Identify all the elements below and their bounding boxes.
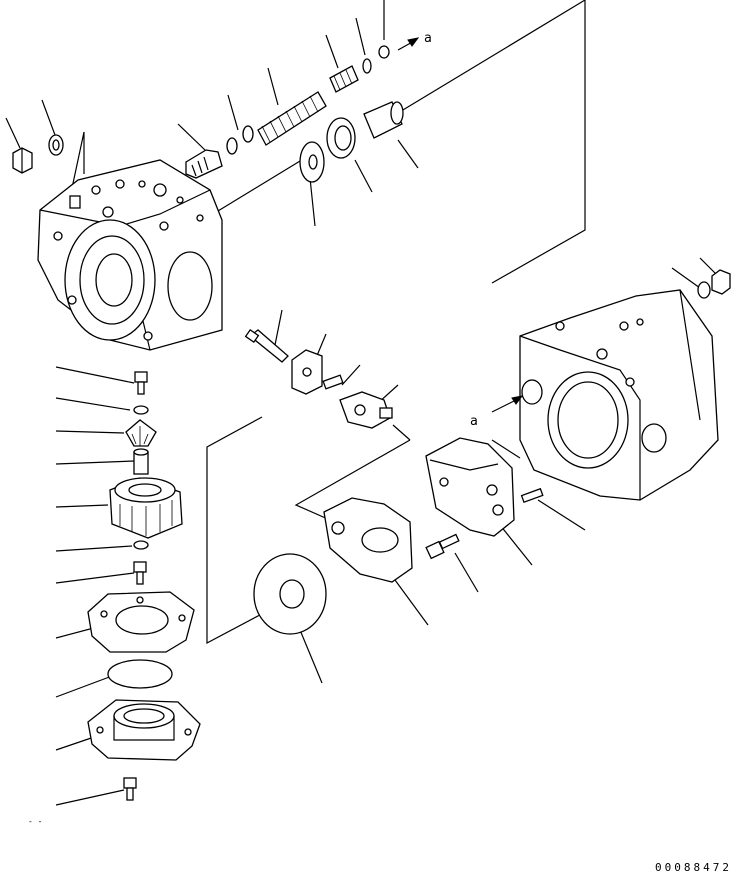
- drawing-number: 00088472: [655, 861, 732, 874]
- socket-bolt: [425, 533, 460, 560]
- washer-left: [48, 134, 64, 156]
- bracket: [291, 349, 323, 395]
- small-spring: [329, 65, 359, 93]
- cradle: [425, 437, 515, 537]
- dowel-pin: [322, 374, 344, 390]
- gasket: [87, 591, 195, 653]
- washer-2: [133, 540, 149, 550]
- washer-1: [133, 405, 149, 415]
- o-ring-4: [378, 45, 390, 59]
- cover-flange: [87, 699, 201, 761]
- arrow-to-a-top: [397, 37, 420, 51]
- spring-spool: [257, 91, 327, 146]
- spool-plug: [185, 149, 223, 179]
- washer-right: [697, 281, 711, 299]
- bolt-1: [134, 371, 148, 395]
- hex-nut-right: [711, 269, 731, 295]
- shim-plate: [299, 141, 325, 183]
- hex-nut-left: [12, 147, 33, 174]
- o-ring-2: [242, 125, 254, 143]
- small-pin-right: [520, 487, 544, 504]
- lever-arm: [339, 391, 393, 429]
- bolt-3: [123, 777, 137, 801]
- pump-housing-left: [37, 159, 223, 351]
- pump-gear-cylinder: [109, 477, 183, 539]
- thrust-plate: [253, 553, 327, 635]
- corner-mark: - -: [28, 817, 42, 826]
- bushing-sleeve: [363, 101, 404, 139]
- o-ring-3: [362, 58, 372, 74]
- o-ring-1: [226, 137, 238, 155]
- bolt-2: [133, 561, 147, 585]
- pump-housing-right: [519, 289, 719, 501]
- swash-plate: [323, 497, 413, 583]
- callout-a-top: a: [424, 31, 432, 46]
- tapered-bearing: [125, 419, 157, 447]
- callout-a-right: a: [470, 414, 478, 429]
- bearing-ring: [326, 117, 356, 159]
- bolt-stud: [244, 328, 289, 363]
- o-ring-large: [107, 659, 173, 689]
- arrow-to-a-right: [491, 395, 524, 413]
- pin-collar: [133, 448, 149, 475]
